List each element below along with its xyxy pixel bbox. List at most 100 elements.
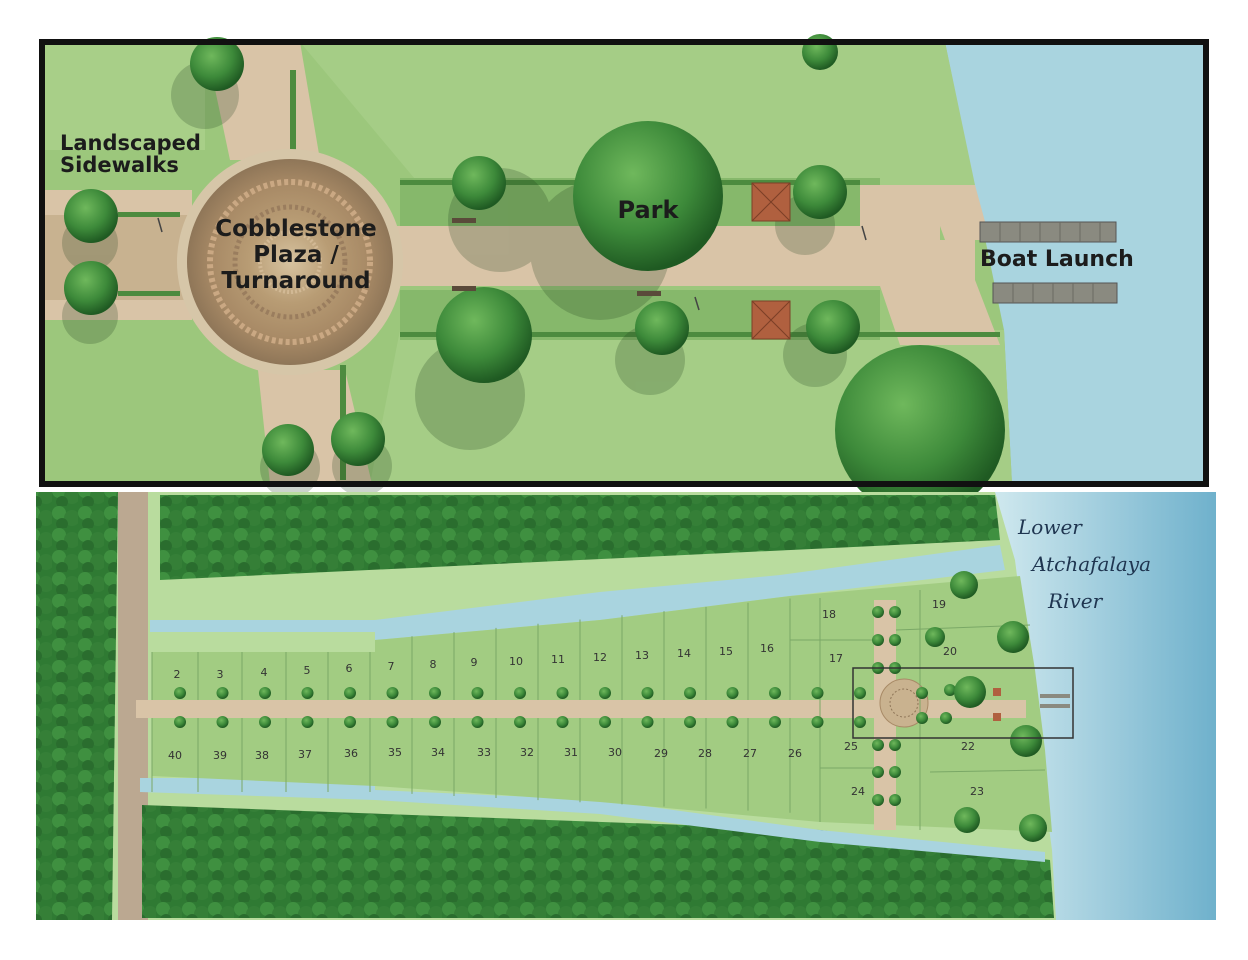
center-street	[136, 700, 1026, 718]
dock-planks	[999, 222, 1101, 303]
tree-icon	[872, 739, 884, 751]
hedge	[400, 332, 1000, 337]
tree-icon	[872, 766, 884, 778]
detail-frame	[39, 39, 1209, 487]
tree-icon	[344, 687, 356, 699]
tree-icon	[954, 807, 980, 833]
lot-number: 4	[261, 666, 268, 679]
lot-number: 2	[174, 668, 181, 681]
pavilion	[993, 688, 1001, 696]
river-label: Atchafalaya	[1030, 552, 1151, 576]
tree-icon	[556, 716, 569, 728]
forest-north	[160, 495, 1000, 580]
tree-icon	[769, 687, 781, 699]
plaza-label: Plaza /	[253, 242, 339, 268]
detail-trees	[64, 34, 1005, 515]
hedge	[290, 70, 296, 160]
tree-icon	[997, 621, 1029, 653]
tree-icon	[1019, 814, 1047, 842]
lot-number: 20	[943, 645, 957, 658]
lot-number: 34	[431, 746, 445, 759]
tree-icon	[344, 716, 356, 728]
tree-icon	[216, 687, 229, 699]
lot-number: 18	[822, 608, 836, 621]
east-trees	[925, 571, 1070, 842]
detail-locator-box	[852, 667, 1074, 739]
lawn-patch	[42, 42, 205, 150]
tree-icon	[471, 716, 484, 728]
lot-number: 19	[932, 598, 946, 611]
plaza-pattern	[889, 688, 919, 718]
hedge	[118, 212, 180, 217]
lot-number: 12	[593, 651, 607, 664]
tree-icon	[514, 716, 526, 728]
lot-number: 39	[213, 749, 227, 762]
lot-number: 26	[788, 747, 802, 760]
tree-icon	[64, 189, 118, 243]
lot-number: 22	[961, 740, 975, 753]
tree-icon	[174, 716, 186, 728]
tree-icon	[635, 301, 689, 355]
tree-icon	[641, 687, 654, 699]
plaza-label: Cobblestone	[215, 216, 377, 242]
lot-number: 36	[344, 747, 358, 760]
tree-icon	[916, 712, 928, 724]
tree-icon	[889, 739, 901, 751]
tree-icon	[769, 716, 781, 728]
lot-number: 17	[829, 652, 843, 665]
lot-lines	[151, 590, 1046, 830]
main-boulevard	[390, 226, 1000, 345]
tree-icon	[811, 687, 824, 699]
tree-icon	[889, 766, 901, 778]
pavilion	[993, 713, 1001, 721]
lot-number: 28	[698, 747, 712, 760]
lot-number: 30	[608, 746, 622, 759]
lot-number: 9	[471, 656, 478, 669]
sidewalks-label: Landscaped	[60, 131, 201, 155]
tree-icon	[889, 634, 901, 646]
tree-icon	[259, 687, 271, 699]
lot-number: 25	[844, 740, 858, 753]
tree-icon	[726, 716, 739, 728]
hedge	[118, 291, 180, 296]
tree-icon	[599, 687, 611, 699]
lot-number: 35	[388, 746, 402, 759]
tree-icon	[854, 687, 866, 699]
tree-icon	[726, 687, 739, 699]
tree-icon	[925, 627, 945, 647]
tree-icon	[64, 261, 118, 315]
dock-north	[979, 221, 1117, 243]
lot-number: 38	[255, 749, 269, 762]
lot-number: 23	[970, 785, 984, 798]
tree-icon	[872, 606, 884, 618]
dock	[1040, 704, 1070, 708]
tree-icon	[514, 687, 526, 699]
lot-line	[929, 769, 1046, 773]
lamp-posts	[157, 217, 867, 311]
lot-number: 37	[298, 748, 312, 761]
lot-number: 8	[430, 658, 437, 671]
river-label: River	[1047, 589, 1104, 613]
tree-icon	[436, 287, 532, 383]
plaza-pattern	[207, 179, 373, 345]
tree-icon	[174, 687, 186, 699]
tree-icon	[872, 794, 884, 806]
lot-number: 11	[551, 653, 565, 666]
lot-number: 14	[677, 647, 691, 660]
plaza-turnaround	[879, 678, 929, 728]
tree-icon	[259, 716, 271, 728]
lot-number: 24	[851, 785, 865, 798]
dock-south	[992, 282, 1118, 304]
tree-icon	[872, 634, 884, 646]
boat-launch-label: Boat Launch	[980, 247, 1134, 272]
lot-number: 15	[719, 645, 733, 658]
launch-apron	[860, 185, 990, 240]
tree-icon	[216, 716, 229, 728]
lot-number: 7	[388, 660, 395, 673]
tree-icon	[793, 165, 847, 219]
tree-icon	[301, 687, 314, 699]
bench	[637, 291, 661, 296]
bench	[452, 286, 476, 291]
park-label: Park	[618, 196, 680, 224]
